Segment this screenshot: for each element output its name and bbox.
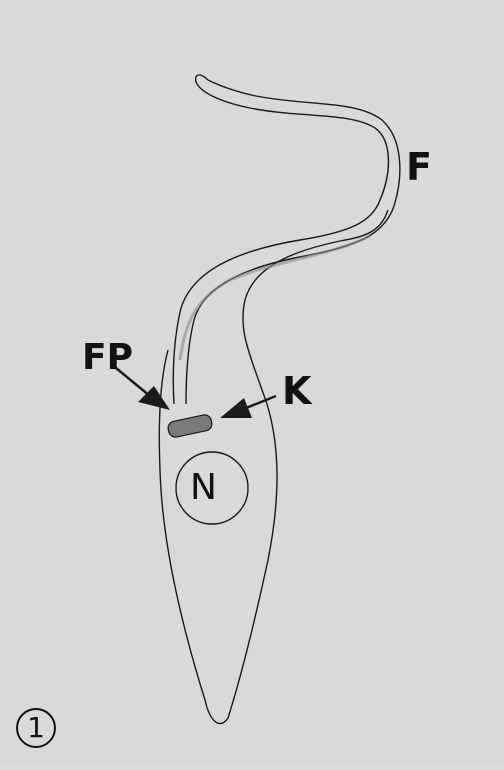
label-flagellum: F [406,148,432,186]
figure-number-badge: 1 [16,708,56,748]
label-nucleus: N [190,470,217,506]
flagellum-outer [173,75,388,404]
label-kinetoplast: K [282,372,311,410]
label-flagellar-pocket: FP [82,340,133,376]
k-arrow-head [220,398,252,418]
flagellum-shading [180,236,370,360]
flagellum-inner [186,80,400,404]
k-arrow-shaft [246,396,276,408]
kinetoplast-shape [167,414,213,439]
